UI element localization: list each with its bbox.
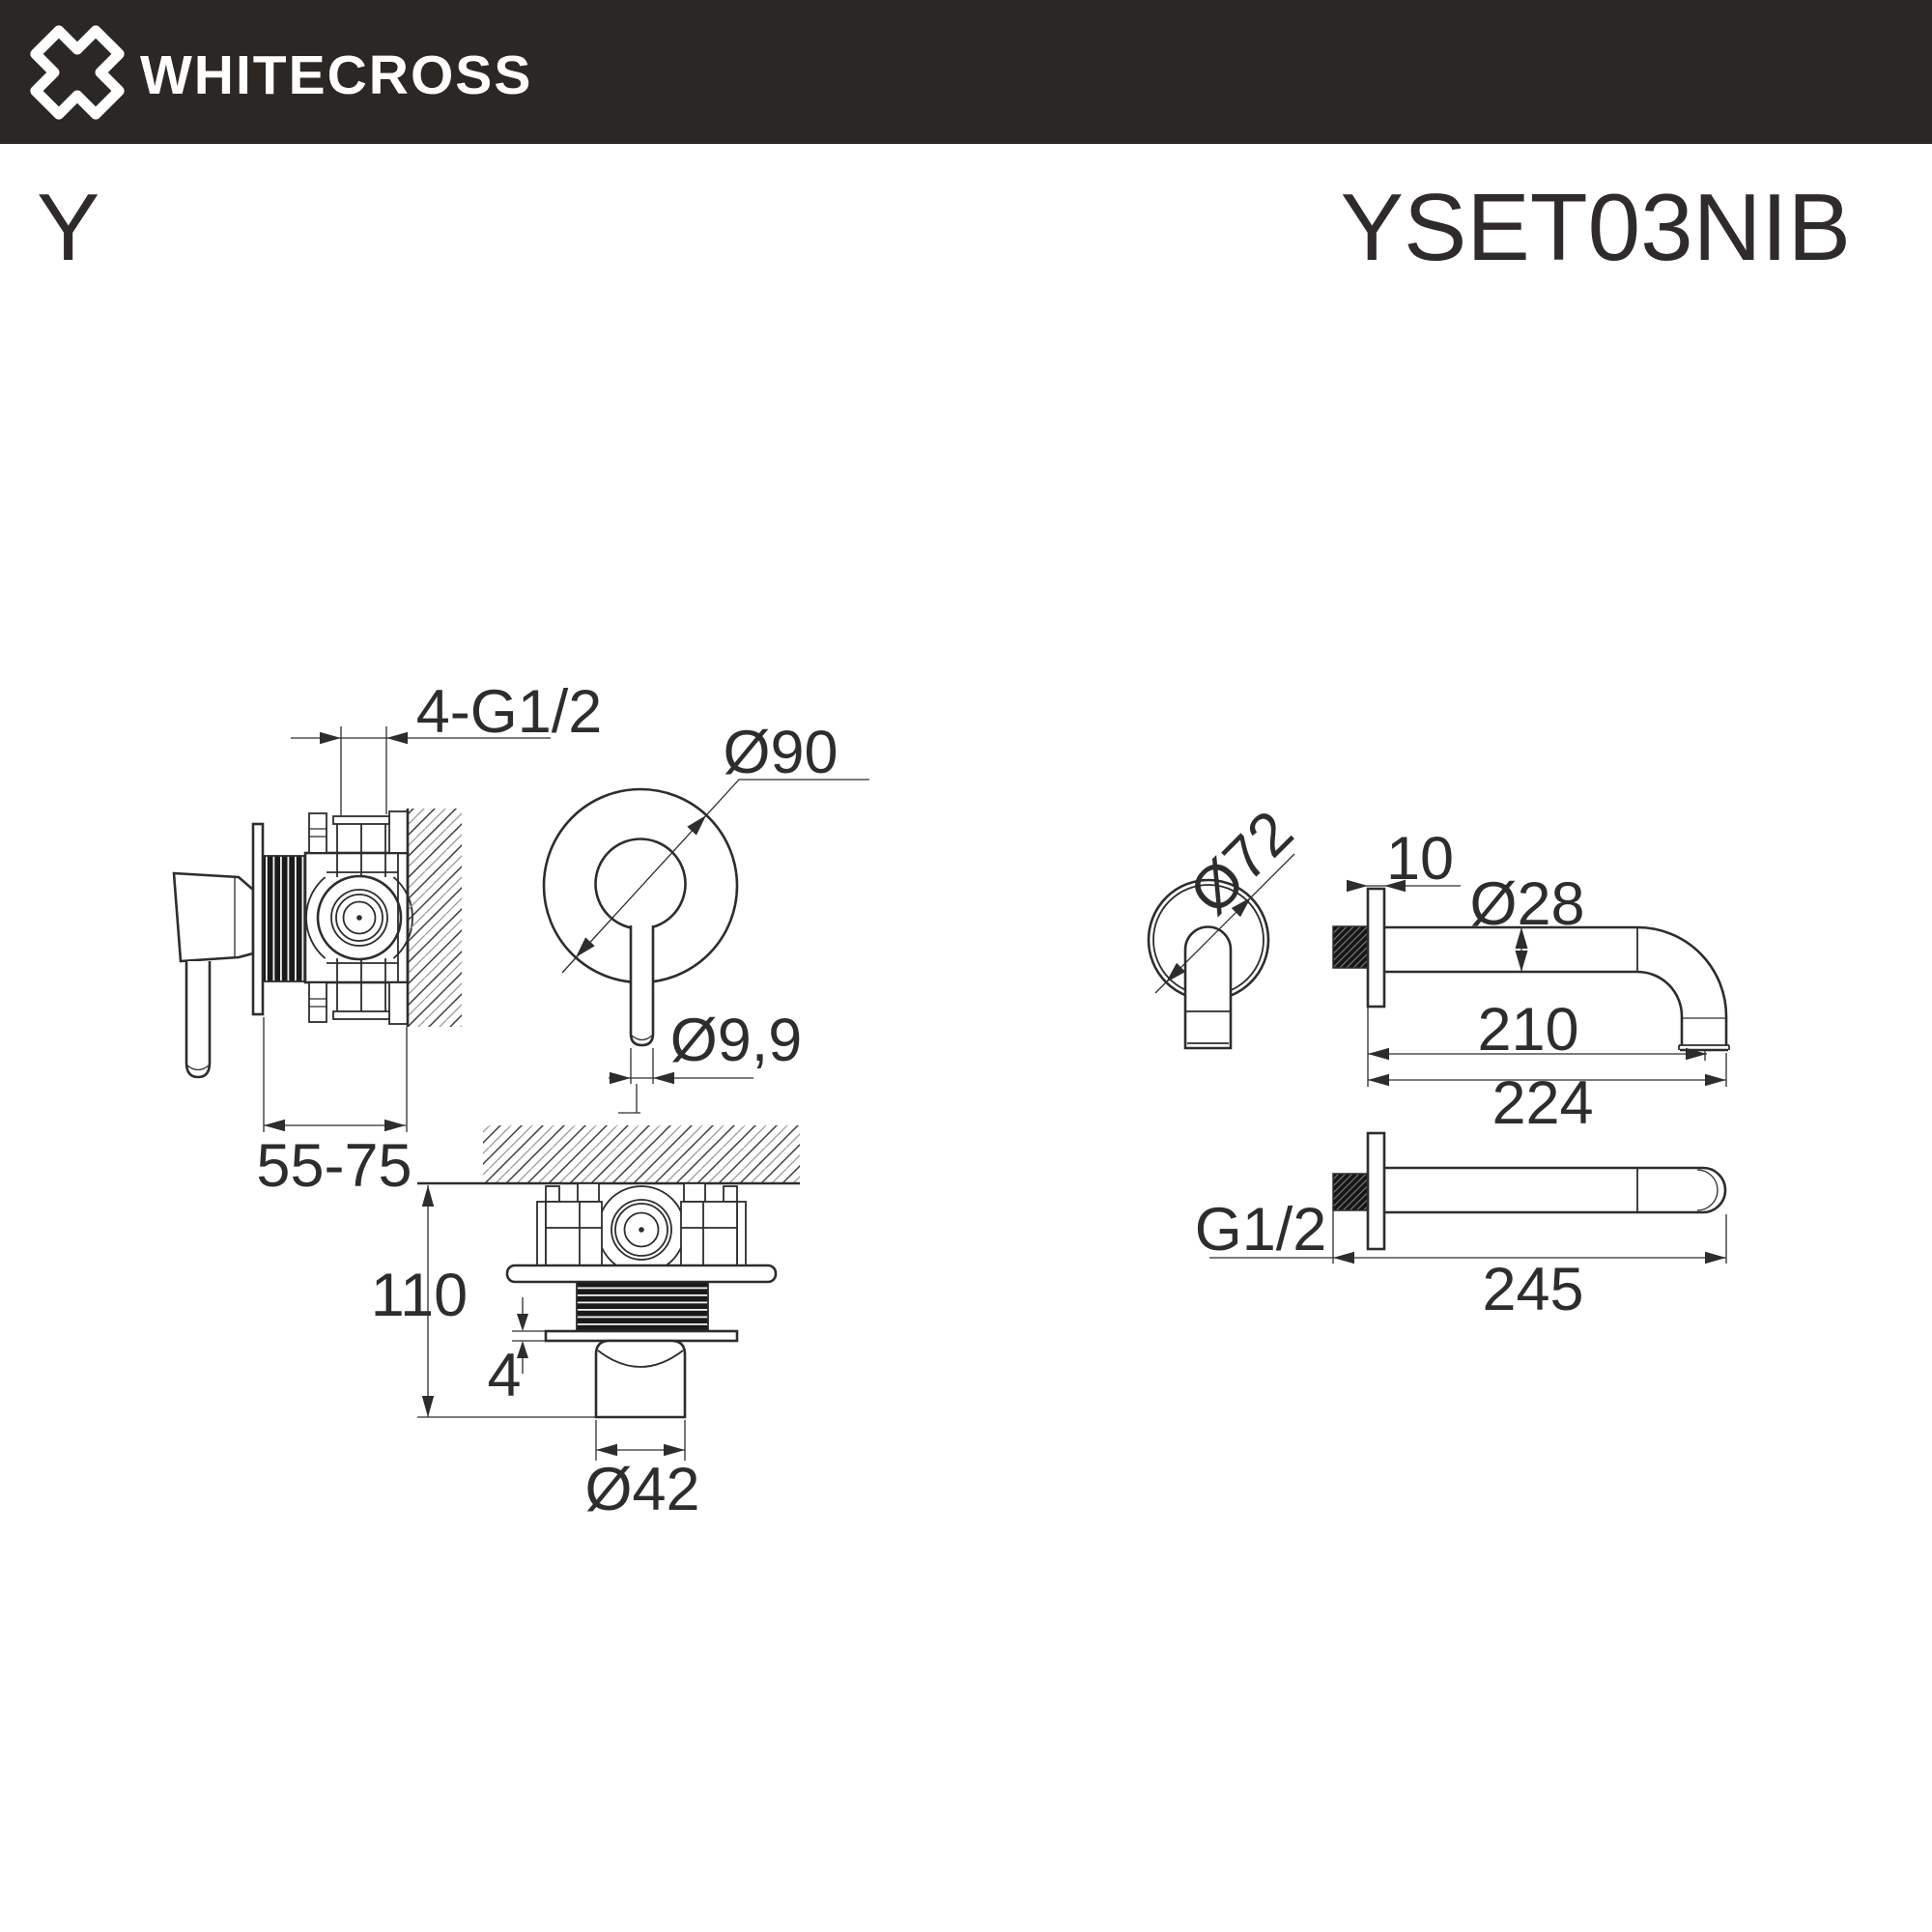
wall-hatch-top [483,1125,800,1183]
dimension-base-diameter: Ø42 [584,1420,700,1523]
dimension-length: G1/2 245 [1195,1196,1727,1323]
dimension-depth: 55-75 [256,1017,412,1200]
dim-label-mixer-thread: 4-G1/2 [416,678,603,746]
brand-name: WHITECROSS [140,44,533,106]
whitecross-logo-icon [30,25,125,120]
spout-front-view: Ø72 [1147,798,1306,1050]
thread-collar [576,1281,709,1332]
spout-top-view: G1/2 245 [1195,1131,1727,1323]
dim-label-total-depth: 224 [1492,1069,1593,1137]
base-cylinder [594,1339,687,1419]
dimension-total-depth: 224 [1368,1053,1727,1137]
mixer-front-view: Ø90 Ø9,9 [542,719,869,1114]
dimension-height: 110 [371,1185,685,1418]
dim-label-lever-diameter: Ø9,9 [670,1007,803,1074]
dim-label-tube-diameter: Ø28 [1469,870,1584,938]
series-title: Y [37,174,100,280]
spout-thread-nipple [1332,925,1369,969]
model-number: YSET03NIB [1340,174,1851,280]
mounting-flange [505,1264,778,1284]
mixer-handle-lever [172,871,255,963]
dimension-thread: 4-G1/2 [291,678,602,816]
spout-wall-flange-top [1366,1131,1386,1251]
dimension-lever-diameter: Ø9,9 [609,1007,803,1085]
header-bar: WHITECROSS [0,0,1932,144]
handle-rod-front [629,925,655,1047]
dimension-reach: 210 [1367,996,1707,1087]
mixer-handle-rod [185,961,212,1079]
wall-hatch [408,809,462,1027]
dim-label-height: 110 [371,1262,468,1329]
dim-label-reach: 210 [1477,996,1578,1064]
mixer-side-view: 4-G1/2 55-75 [172,678,602,1200]
centerline-tick [618,1084,640,1114]
cover-plate [544,1329,739,1343]
mixer-bottom-port [308,958,409,1025]
mixer-escutcheon-edge [251,822,265,1016]
spout-tube-front [1183,925,1233,1050]
center-mark [356,915,362,921]
mixer-thread-sleeve [262,855,306,982]
dim-label-plate-thickness: 4 [487,1342,521,1409]
dimension-plate-thickness: 4 [487,1297,546,1409]
dim-label-flange-depth: 10 [1386,825,1454,893]
spout-wall-flange [1366,887,1386,1009]
dim-label-length: 245 [1482,1256,1583,1323]
dim-label-trim-diameter: Ø90 [723,719,838,786]
dimension-flange-depth: 10 [1347,825,1461,893]
top-view-right-port [680,1182,747,1266]
dim-label-mixer-depth: 55-75 [256,1132,412,1200]
spout-thread-nipple-top [1332,1173,1369,1211]
dim-label-base-diameter: Ø42 [584,1456,699,1523]
dim-label-spout-thread: G1/2 [1195,1196,1327,1264]
top-view-left-port [536,1182,603,1266]
dim-label-spout-flange: Ø72 [1177,798,1306,927]
spout-side-view: 10 Ø28 210 224 [1332,825,1730,1137]
dimension-tube-diameter: Ø28 [1469,870,1585,972]
mixer-top-view: 110 4 Ø42 [371,1125,800,1523]
